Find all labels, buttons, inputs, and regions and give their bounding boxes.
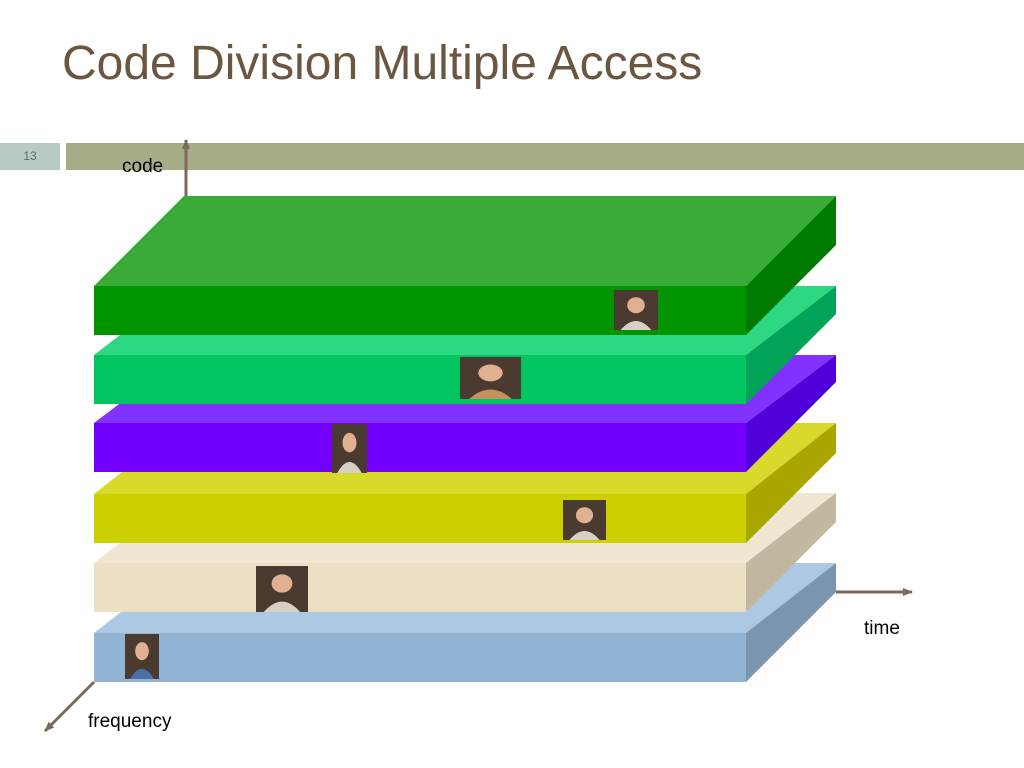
user-photo-man-phone-blue-shirt (125, 634, 159, 679)
code-layer-2-side-face (746, 493, 836, 612)
user-photo-woman-phone (460, 357, 521, 399)
code-layer-4-side-face (746, 355, 836, 472)
code-layer-3-side-face (746, 423, 836, 543)
code-layer-5-front-face (94, 355, 746, 404)
slide-title: Code Division Multiple Access (62, 37, 703, 90)
code-layer-1-front-face (94, 633, 746, 682)
code-axis-label: code (122, 156, 164, 177)
user-photo-man-cap (614, 290, 658, 330)
frequency-axis-label: frequency (88, 711, 172, 732)
user-photo-man-phone-glasses (256, 566, 308, 612)
code-layer-2-front-face (94, 563, 746, 612)
header-bar (66, 143, 1024, 170)
user-photo-man-suit-standing (332, 424, 367, 473)
code-layer-4-front-face (94, 423, 746, 472)
code-layer-3-front-face (94, 494, 746, 543)
user-photo-man-bandana (563, 500, 606, 540)
code-layer-6-side-face (746, 196, 836, 335)
frequency-axis (43, 680, 96, 733)
code-layer-5-side-face (746, 286, 836, 404)
slide-number: 13 (0, 143, 60, 170)
code-layer-6-top-face (94, 196, 836, 286)
time-axis-label: time (864, 618, 900, 639)
code-layer-1-side-face (746, 563, 836, 682)
